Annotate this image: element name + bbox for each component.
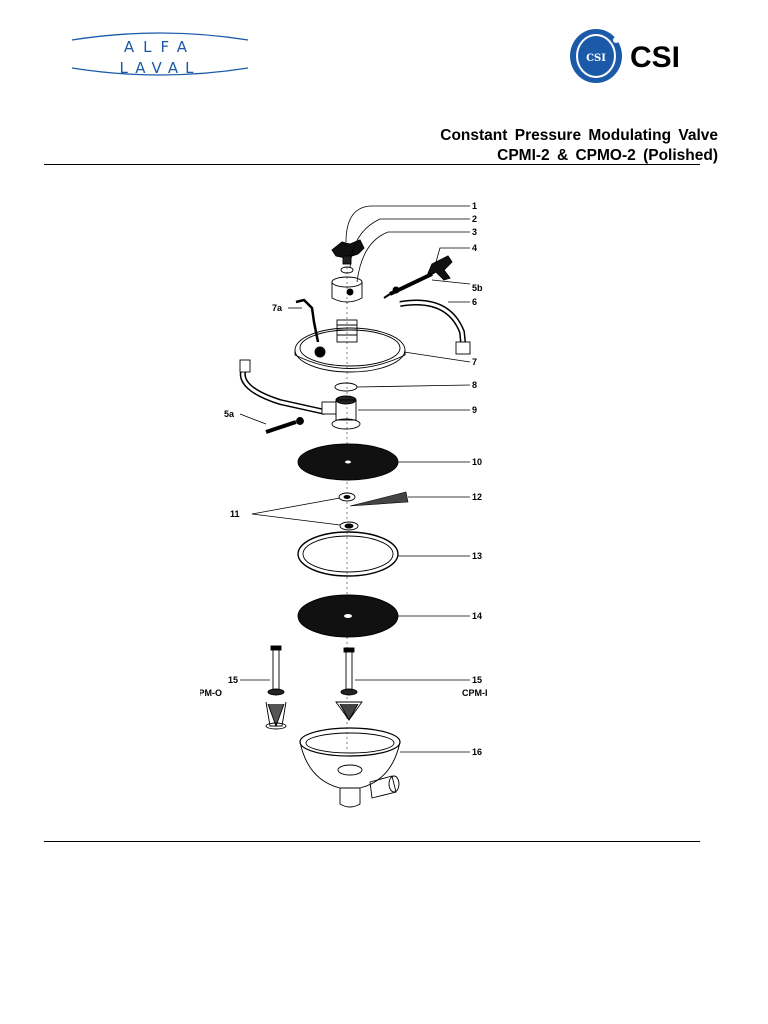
part-spacer-ring: [297, 531, 399, 577]
callout-5b: 5b: [472, 283, 483, 293]
callout-2: 2: [472, 214, 477, 224]
callout-4: 4: [472, 243, 477, 253]
variant-label-inlet: CPM-I: [462, 688, 488, 698]
part-air-fitting: [295, 298, 326, 358]
csi-logo-text: CSI: [630, 41, 680, 74]
title-line-1: Constant Pressure Modulating Valve: [440, 127, 718, 144]
callout-16: 16: [472, 747, 482, 757]
bottom-divider: [44, 841, 700, 842]
part-cap: [331, 276, 363, 303]
csi-logo: CSI CSI: [570, 29, 680, 83]
part-knob: [331, 239, 365, 265]
title-line-2: CPMI-2 & CPMO-2 (Polished): [497, 147, 718, 164]
callout-1: 1: [472, 201, 477, 211]
alfa-logo-line2: LAVAL: [120, 59, 201, 77]
callout-14: 14: [472, 611, 482, 621]
part-clamp-bolt: [265, 417, 304, 434]
top-divider: [44, 164, 700, 165]
part-washer: [340, 266, 354, 274]
leader-lines: [239, 205, 471, 753]
part-o-ring: [334, 382, 358, 392]
callout-15-inlet: 15: [472, 675, 482, 685]
callout-13: 13: [472, 551, 482, 561]
callout-3: 3: [472, 227, 477, 237]
part-bushing: [331, 395, 361, 430]
callout-15-outlet: 15: [228, 675, 238, 685]
part-wedge: [349, 491, 409, 507]
callout-12: 12: [472, 492, 482, 502]
part-valve-body: [299, 727, 401, 808]
part-clamp: [239, 299, 471, 415]
callout-7a: 7a: [272, 303, 283, 313]
callout-8: 8: [472, 380, 477, 390]
callout-7: 7: [472, 357, 477, 367]
alfa-laval-logo: ALFA LAVAL: [71, 32, 249, 77]
csi-monogram: CSI: [586, 53, 606, 64]
part-bonnet: [294, 327, 406, 373]
callout-11: 11: [230, 509, 240, 519]
part-stem-inlet: [335, 647, 363, 721]
callout-5a: 5a: [224, 409, 235, 419]
alfa-logo-line1: ALFA: [124, 38, 196, 56]
callout-9: 9: [472, 405, 477, 415]
part-tee-handle: [383, 255, 453, 299]
variant-label-outlet: CPM-O: [200, 688, 222, 698]
callout-10: 10: [472, 457, 482, 467]
callout-6: 6: [472, 297, 477, 307]
document-title: Constant Pressure Modulating Valve CPMI-…: [440, 126, 718, 166]
exploded-parts-diagram: 1 2 3 4 5b 6 7a 7 8 5a 9 10 11 12 13 14 …: [200, 201, 488, 808]
part-stem-outlet: [265, 645, 287, 730]
